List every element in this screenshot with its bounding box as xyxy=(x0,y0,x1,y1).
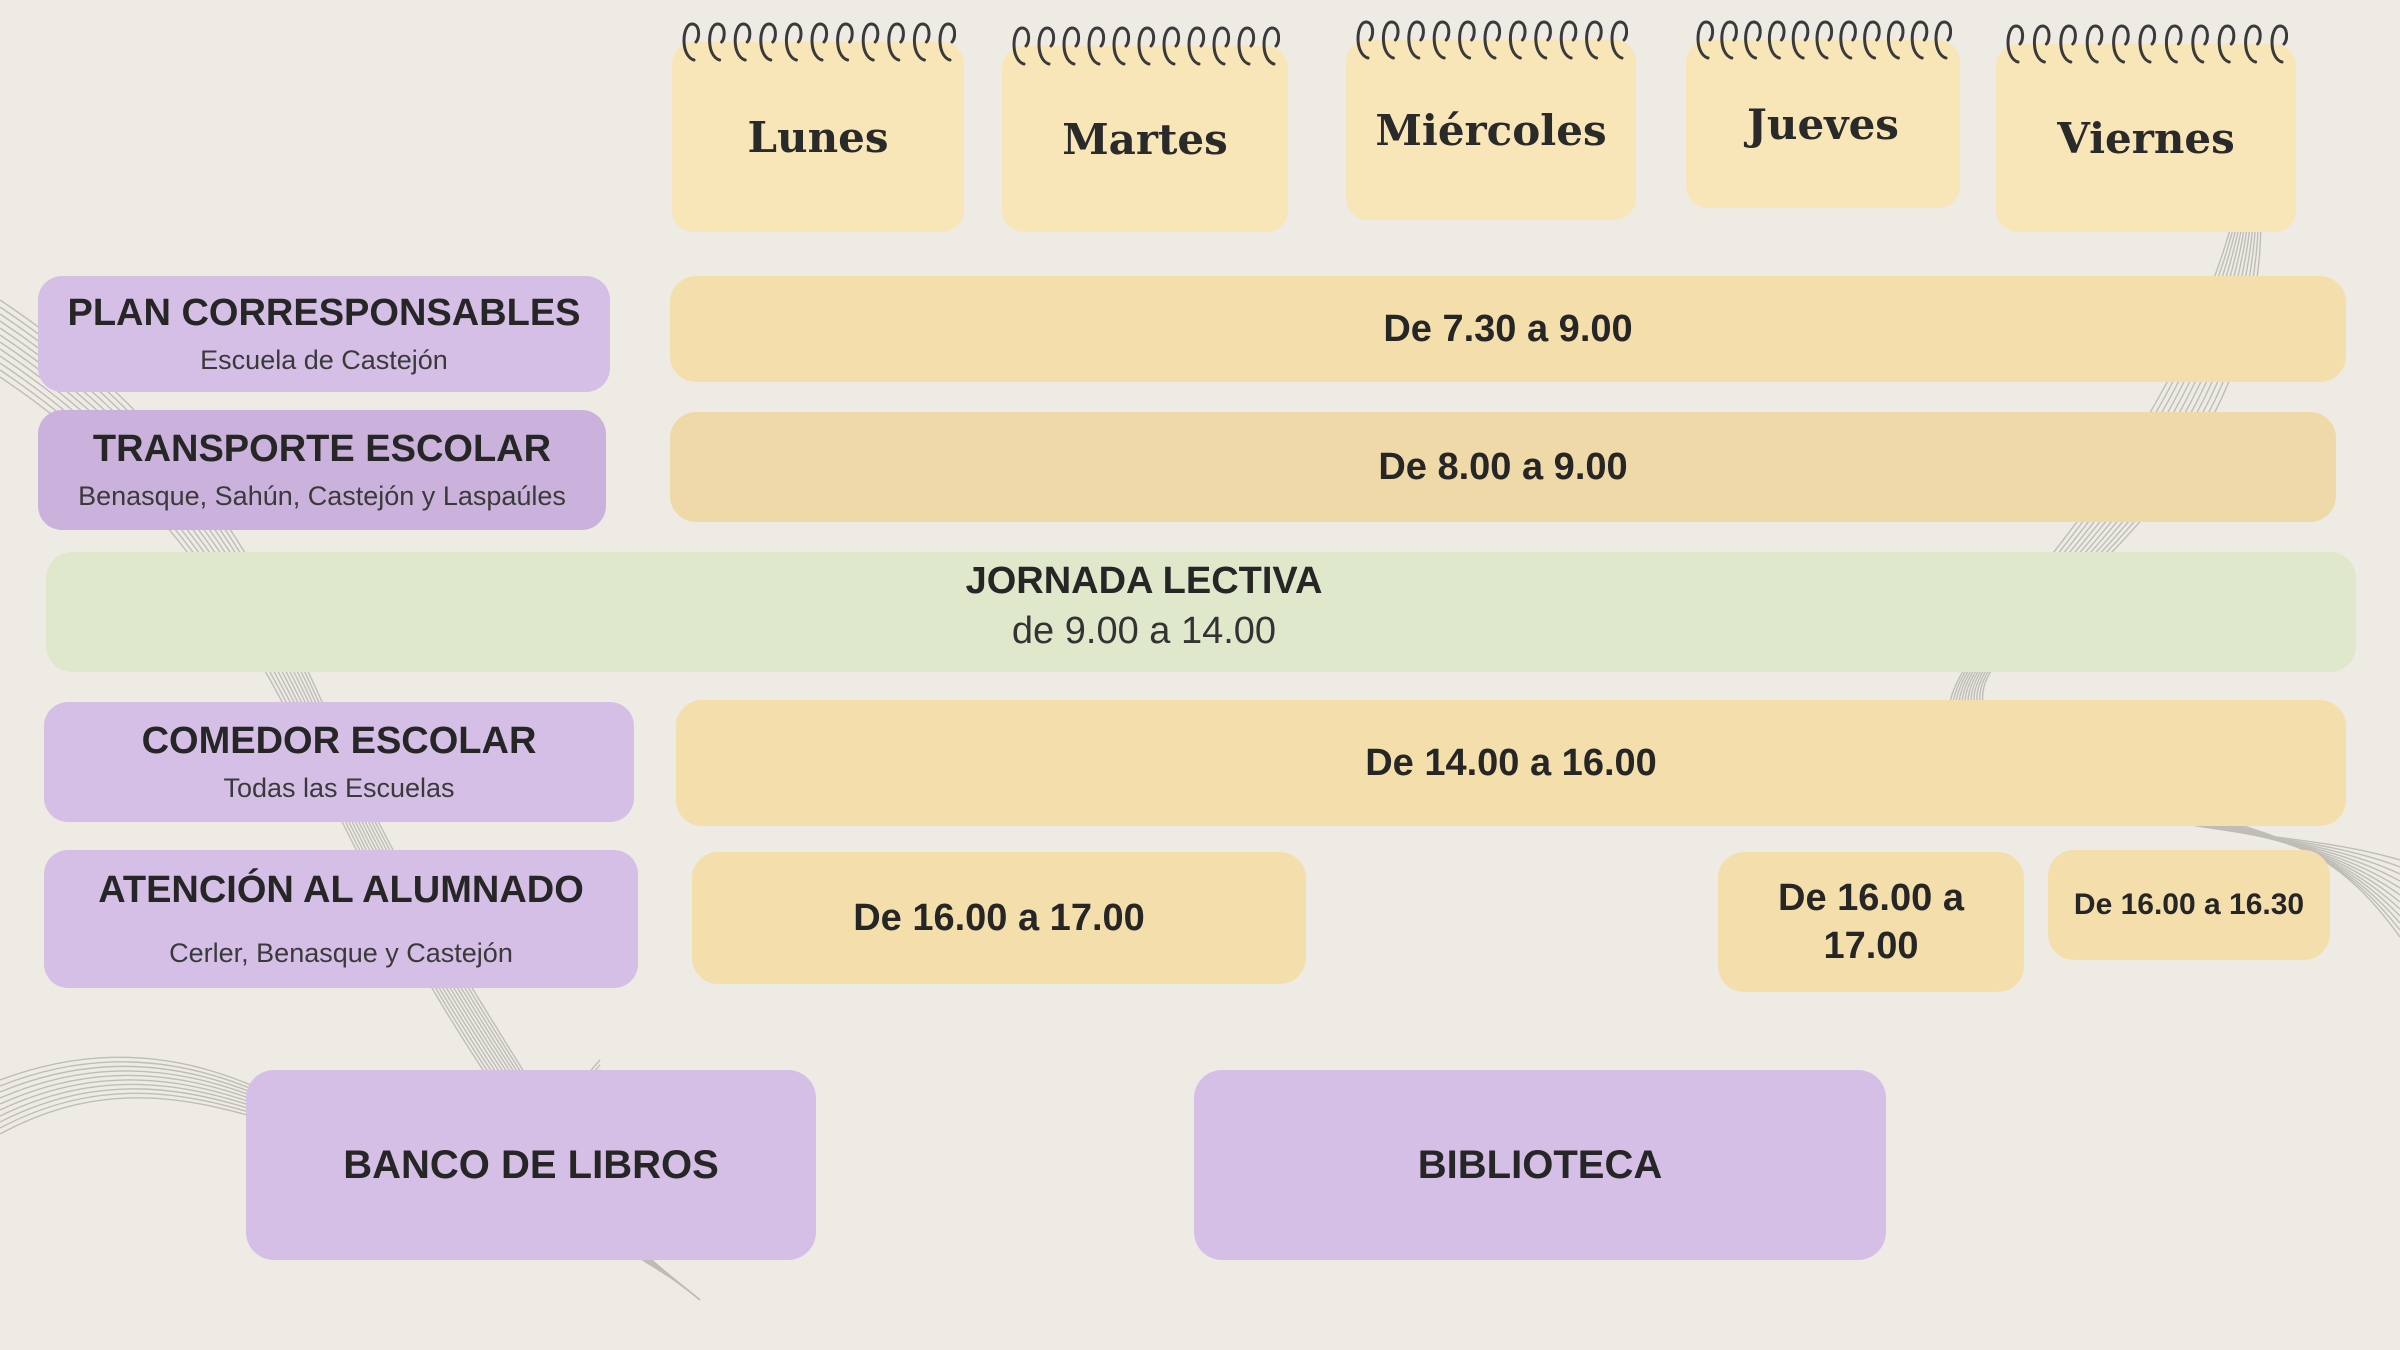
day-label: Viernes xyxy=(2057,113,2235,163)
spiral-binding-icon xyxy=(2006,24,2288,64)
row-title: PLAN CORRESPONSABLES xyxy=(67,292,581,334)
atencion-alumnado-time-thu: De 16.00 a 17.00 xyxy=(1718,852,2024,992)
day-note-miercoles: Miércoles xyxy=(1346,20,1636,220)
plan-corresponsables-time: De 7.30 a 9.00 xyxy=(670,276,2346,382)
transporte-escolar-label: TRANSPORTE ESCOLAR Benasque, Sahún, Cast… xyxy=(38,410,606,530)
comedor-escolar-time: De 14.00 a 16.00 xyxy=(676,700,2346,826)
atencion-alumnado-label: ATENCIÓN AL ALUMNADO Cerler, Benasque y … xyxy=(44,850,638,988)
row-title: COMEDOR ESCOLAR xyxy=(141,720,537,762)
day-note-jueves: Jueves xyxy=(1686,20,1960,208)
day-label: Jueves xyxy=(1747,99,1899,149)
spiral-binding-icon xyxy=(682,22,956,62)
comedor-escolar-label: COMEDOR ESCOLAR Todas las Escuelas xyxy=(44,702,634,822)
day-label: Lunes xyxy=(747,112,889,162)
row-subtitle: Cerler, Benasque y Castejón xyxy=(169,938,513,968)
row-subtitle: Benasque, Sahún, Castejón y Laspaúles xyxy=(78,481,566,511)
atencion-alumnado-time-mon-tue: De 16.00 a 17.00 xyxy=(692,852,1306,984)
spiral-binding-icon xyxy=(1356,20,1628,60)
day-note-viernes: Viernes xyxy=(1996,24,2296,232)
transporte-escolar-time: De 8.00 a 9.00 xyxy=(670,412,2336,522)
plan-corresponsables-label: PLAN CORRESPONSABLES Escuela de Castejón xyxy=(38,276,610,392)
row-title: ATENCIÓN AL ALUMNADO xyxy=(98,869,584,911)
row-title: TRANSPORTE ESCOLAR xyxy=(92,428,552,470)
day-label: Miércoles xyxy=(1375,105,1607,155)
day-label: Martes xyxy=(1062,114,1228,164)
day-note-martes: Martes xyxy=(1002,26,1288,232)
spiral-binding-icon xyxy=(1012,26,1280,66)
spiral-binding-icon xyxy=(1696,20,1952,60)
row-time: de 9.00 a 14.00 xyxy=(1011,610,1277,652)
row-title: JORNADA LECTIVA xyxy=(965,560,1323,602)
jornada-lectiva-band: JORNADA LECTIVA de 9.00 a 14.00 xyxy=(46,552,2356,672)
row-subtitle: Todas las Escuelas xyxy=(223,773,455,803)
biblioteca-box: BIBLIOTECA xyxy=(1194,1070,1886,1260)
day-note-lunes: Lunes xyxy=(672,22,964,232)
banco-de-libros-box: BANCO DE LIBROS xyxy=(246,1070,816,1260)
atencion-alumnado-time-fri: De 16.00 a 16.30 xyxy=(2048,850,2330,960)
row-subtitle: Escuela de Castejón xyxy=(200,345,448,375)
